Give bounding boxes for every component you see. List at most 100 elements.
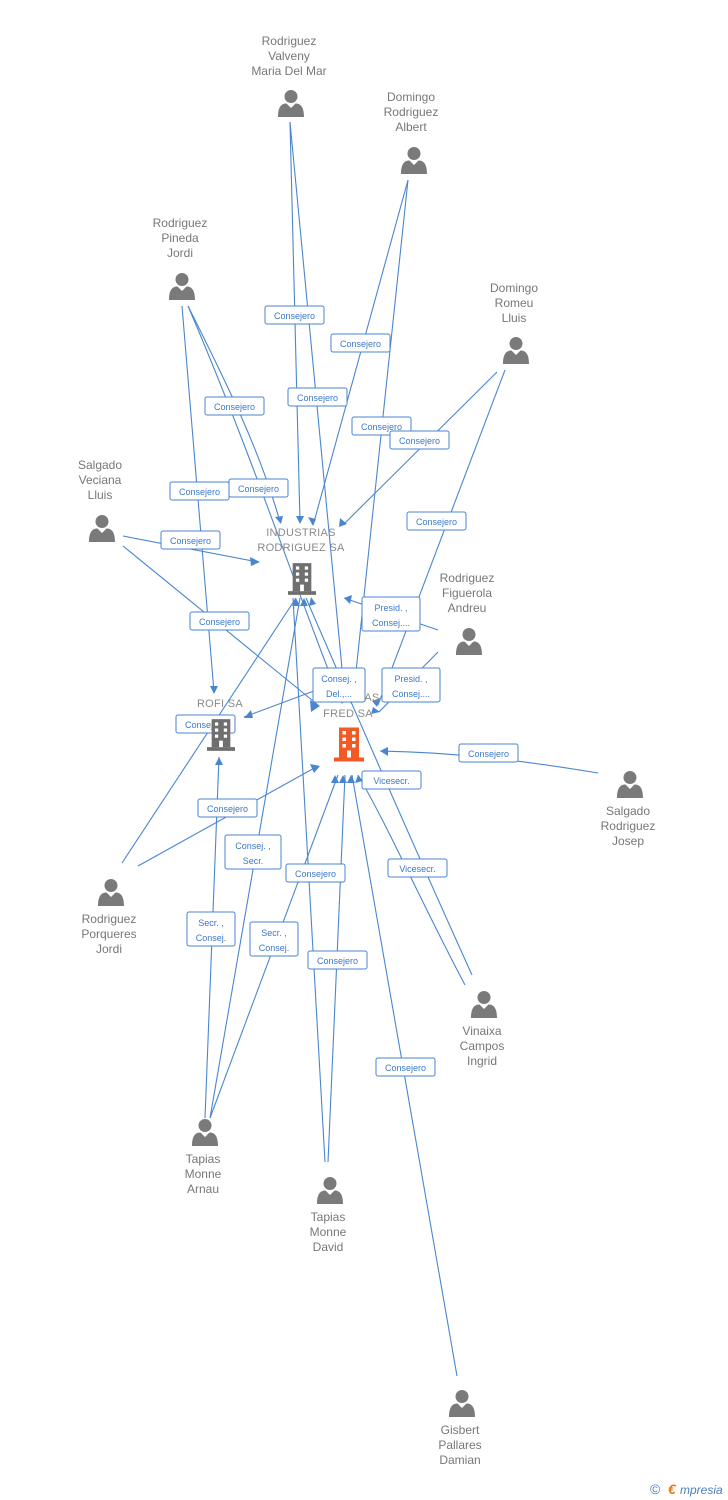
- svg-text:Consejero: Consejero: [238, 484, 279, 494]
- svg-text:Del.,...: Del.,...: [326, 689, 352, 699]
- svg-text:Pallares: Pallares: [438, 1438, 481, 1452]
- edge-label[interactable]: Consejero: [169, 481, 230, 501]
- edge-pineda-fred: [187, 305, 341, 701]
- edge-label[interactable]: Consej. , Del.,...: [312, 667, 366, 703]
- edge-label[interactable]: Consejero: [228, 478, 289, 498]
- svg-text:Consejero: Consejero: [317, 956, 358, 966]
- svg-text:Valveny: Valveny: [268, 49, 310, 63]
- svg-text:Consejero: Consejero: [274, 311, 315, 321]
- edge-label[interactable]: Consejero: [204, 396, 265, 416]
- company-rofi[interactable]: ROFI SA: [197, 698, 243, 751]
- svg-text:Rodriguez: Rodriguez: [153, 216, 208, 230]
- svg-text:Consejero: Consejero: [361, 422, 402, 432]
- svg-text:Arnau: Arnau: [187, 1182, 219, 1196]
- svg-text:Romeu: Romeu: [495, 296, 534, 310]
- svg-text:David: David: [313, 1240, 344, 1254]
- svg-text:Consejero: Consejero: [340, 339, 381, 349]
- person-icon: [617, 771, 643, 798]
- svg-text:Consejero: Consejero: [185, 720, 226, 730]
- edge-label[interactable]: Consej. ,Secr.: [224, 834, 282, 870]
- svg-text:Veciana: Veciana: [79, 473, 122, 487]
- svg-text:Consejero: Consejero: [416, 517, 457, 527]
- svg-text:Consejero: Consejero: [199, 617, 240, 627]
- edge-label[interactable]: Consejero: [389, 430, 450, 450]
- svg-text:Consejero: Consejero: [214, 402, 255, 412]
- svg-text:Domingo: Domingo: [387, 90, 435, 104]
- person-tapias-david[interactable]: Tapias Monne David: [310, 1177, 347, 1254]
- svg-text:ROFI SA: ROFI SA: [197, 698, 243, 710]
- person-salgado-rodriguez[interactable]: Salgado Rodriguez Josep: [601, 771, 656, 848]
- svg-text:Jordi: Jordi: [167, 246, 193, 260]
- edge-label[interactable]: Consejero: [375, 1057, 436, 1077]
- edge-label[interactable]: Consejero: [189, 611, 250, 631]
- company-fred[interactable]: AS FRED SA: [323, 692, 380, 762]
- svg-text:Presid. ,: Presid. ,: [374, 603, 407, 613]
- edge-label[interactable]: Vicesecr.: [387, 858, 448, 878]
- edge-label[interactable]: Consejero: [264, 305, 325, 325]
- edge-label[interactable]: Presid. ,Consej....: [381, 667, 441, 703]
- person-icon: [456, 628, 482, 655]
- edge-label[interactable]: Consejero: [287, 387, 348, 407]
- edge-label[interactable]: Consejero: [330, 333, 391, 353]
- edge-label[interactable]: Vicesecr.: [361, 770, 422, 790]
- edge-label[interactable]: Secr. , Consej.: [186, 911, 236, 947]
- svg-text:Rodriguez: Rodriguez: [384, 105, 439, 119]
- svg-text:INDUSTRIAS: INDUSTRIAS: [266, 527, 336, 539]
- edge-label[interactable]: Consejero: [307, 950, 368, 970]
- svg-text:Consejero: Consejero: [179, 487, 220, 497]
- svg-text:Vicesecr.: Vicesecr.: [399, 864, 435, 874]
- svg-text:Consej....: Consej....: [372, 618, 410, 628]
- empresia-logo: © € mpresia: [650, 1481, 723, 1497]
- svg-text:Presid. ,: Presid. ,: [394, 674, 427, 684]
- svg-text:Secr. ,: Secr. ,: [261, 928, 287, 938]
- arrowheads: [210, 516, 388, 783]
- person-rodriguez-valveny[interactable]: Rodriguez Valveny Maria Del Mar: [251, 34, 327, 117]
- edge-romeu-fred: [377, 369, 506, 706]
- svg-text:Consejero: Consejero: [170, 536, 211, 546]
- svg-text:Lluis: Lluis: [502, 311, 527, 325]
- person-rodriguez-pineda[interactable]: Rodriguez Pineda Jordi: [153, 216, 208, 300]
- svg-text:Consej. ,: Consej. ,: [235, 841, 271, 851]
- svg-text:Consej.: Consej.: [196, 933, 227, 943]
- person-icon: [317, 1177, 343, 1204]
- person-domingo-rodriguez[interactable]: Domingo Rodriguez Albert: [384, 90, 439, 174]
- svg-text:Domingo: Domingo: [490, 281, 538, 295]
- svg-text:Figuerola: Figuerola: [442, 586, 492, 600]
- svg-text:©: ©: [650, 1481, 661, 1497]
- svg-text:Andreu: Andreu: [448, 601, 487, 615]
- building-icon: [288, 563, 316, 595]
- person-icon: [401, 147, 427, 174]
- svg-text:Rodriguez: Rodriguez: [601, 819, 656, 833]
- edge-valveny-fred: [289, 121, 346, 701]
- svg-text:Monne: Monne: [185, 1167, 222, 1181]
- person-icon: [278, 90, 304, 117]
- person-icon: [471, 991, 497, 1018]
- svg-text:Ingrid: Ingrid: [467, 1054, 497, 1068]
- edge-label[interactable]: Consejero: [197, 798, 258, 818]
- svg-text:Jordi: Jordi: [96, 942, 122, 956]
- person-domingo-romeu[interactable]: Domingo Romeu Lluis: [490, 281, 538, 364]
- person-tapias-arnau[interactable]: Tapias Monne Arnau: [185, 1119, 222, 1196]
- svg-text:Secr. ,: Secr. ,: [198, 918, 224, 928]
- svg-text:Consejero: Consejero: [297, 393, 338, 403]
- svg-text:Vicesecr.: Vicesecr.: [373, 776, 409, 786]
- edge-label[interactable]: Presid. , Consej....: [361, 596, 421, 632]
- person-vinaixa-campos[interactable]: Vinaixa Campos Ingrid: [460, 991, 505, 1068]
- edge-label[interactable]: Secr. ,Consej.: [249, 921, 299, 957]
- person-rodriguez-porqueres[interactable]: Rodriguez Porqueres Jordi: [81, 879, 137, 956]
- svg-text:Consejero: Consejero: [295, 869, 336, 879]
- svg-text:Consejero: Consejero: [207, 804, 248, 814]
- svg-text:Consej. ,: Consej. ,: [321, 674, 357, 684]
- person-icon: [98, 879, 124, 906]
- company-industrias-rodriguez[interactable]: INDUSTRIAS RODRIGUEZ SA: [257, 527, 345, 595]
- edge-label[interactable]: Consejero: [285, 863, 346, 883]
- person-icon: [503, 337, 529, 364]
- person-salgado-veciana[interactable]: Salgado Veciana Lluis: [78, 458, 122, 542]
- edge-label[interactable]: Consejero: [458, 743, 519, 763]
- person-icon: [89, 515, 115, 542]
- person-rodriguez-figuerola[interactable]: Rodriguez Figuerola Andreu: [440, 571, 495, 655]
- edge-label[interactable]: Consejero: [160, 530, 221, 550]
- edge-label[interactable]: Consejero: [406, 511, 467, 531]
- person-gisbert-pallares[interactable]: Gisbert Pallares Damian: [438, 1390, 482, 1467]
